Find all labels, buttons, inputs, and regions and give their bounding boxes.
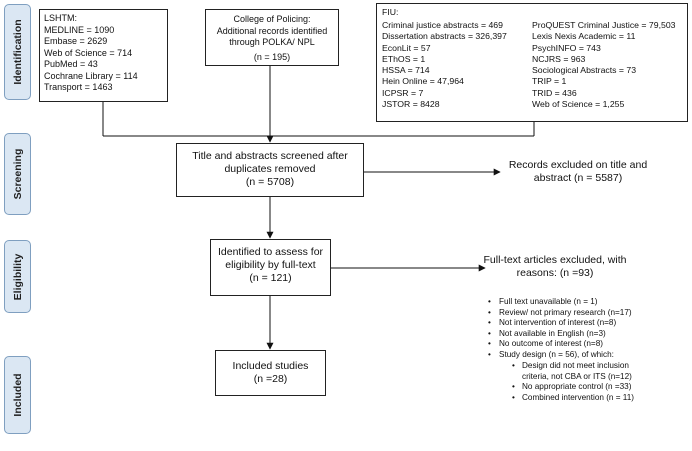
- screening-count: (n = 5708): [245, 176, 295, 188]
- included-studies-box: Included studies (n =28): [215, 350, 326, 396]
- stage-included: Included: [4, 356, 31, 434]
- eligibility-box: Identified to assess for eligibility by …: [210, 239, 331, 296]
- excluded-title-abstract: Records excluded on title and abstract (…: [498, 159, 658, 185]
- fiu-item: Web of Science = 1,255: [532, 99, 625, 110]
- eligibility-count: (n = 121): [249, 272, 292, 284]
- fiu-item: JSTOR = 8428: [382, 99, 440, 110]
- exclusion-reason: No outcome of interest (n=8): [486, 339, 632, 350]
- lshtm-item: Web of Science = 714: [44, 47, 133, 58]
- screening-line2: duplicates removed: [224, 163, 316, 175]
- excluded-fulltext-line2: excluded, with reasons:: [516, 254, 627, 279]
- subreason: Combined intervention (n = 11): [510, 393, 634, 404]
- fiu-item: Sociological Abstracts = 73: [532, 65, 637, 76]
- fiu-column-1: Criminal justice abstracts = 469 Dissert…: [382, 20, 507, 110]
- eligibility-line1: Identified to assess for: [217, 246, 324, 258]
- subreason: Design did not meet inclusion criteria, …: [510, 361, 634, 382]
- exclusion-reason: Not available in English (n=3): [486, 329, 632, 340]
- fiu-item: PsychINFO = 743: [532, 42, 601, 53]
- stage-screening-label: Screening: [11, 148, 24, 200]
- fiu-sources-box: FIU: Criminal justice abstracts = 469 Di…: [376, 3, 688, 122]
- study-design-subreasons: Design did not meet inclusion criteria, …: [510, 361, 634, 403]
- fiu-item: Lexis Nexis Academic = 11: [532, 31, 636, 42]
- stage-eligibility-label: Eligibility: [11, 253, 24, 300]
- lshtm-title: LSHTM:: [44, 13, 78, 23]
- fiu-item: NCJRS = 963: [532, 53, 586, 64]
- fiu-item: ProQUEST Criminal Justice = 79,503: [532, 20, 676, 30]
- stage-screening: Screening: [4, 133, 31, 215]
- fiu-item: Hein Online = 47,964: [382, 76, 464, 87]
- college-title: College of Policing:: [233, 14, 311, 24]
- lshtm-item: MEDLINE = 1090: [44, 24, 115, 35]
- excluded-fulltext-line1: Full-text articles: [483, 254, 558, 266]
- exclusion-reason: Full text unavailable (n = 1): [486, 297, 632, 308]
- fiu-item: Criminal justice abstracts = 469: [382, 20, 503, 30]
- lshtm-item: Transport = 1463: [44, 82, 113, 92]
- exclusion-reason: Not intervention of interest (n=8): [486, 318, 632, 329]
- college-count: (n = 195): [253, 51, 291, 62]
- stage-identification-label: Identification: [11, 19, 24, 85]
- excluded-fulltext-count: (n =93): [559, 267, 594, 279]
- fiu-item: HSSA = 714: [382, 65, 430, 76]
- college-of-policing-box: College of Policing: Additional records …: [205, 9, 339, 66]
- fiu-item: TRID = 436: [532, 87, 577, 98]
- excluded-title-line1: Records excluded on title: [508, 159, 627, 171]
- lshtm-item: PubMed = 43: [44, 59, 98, 69]
- fiu-item: TRIP = 1: [532, 76, 567, 87]
- lshtm-item: Cochrane Library = 114: [44, 70, 138, 81]
- fiu-item: ICPSR = 7: [382, 87, 424, 98]
- fiu-item: EconLit = 57: [382, 42, 431, 53]
- college-line2: through POLKA/ NPL: [229, 37, 315, 47]
- excluded-title-line2: and abstract (n = 5587): [533, 159, 648, 184]
- eligibility-line2: eligibility by full-text: [225, 259, 316, 271]
- subreason-text: Design did not meet inclusion: [522, 361, 629, 370]
- subreason-text-cont: criteria, not CBA or ITS (n=12): [522, 371, 632, 381]
- fiu-item: Dissertation abstracts = 326,397: [382, 31, 507, 42]
- exclusion-reasons-list: Full text unavailable (n = 1) Review/ no…: [486, 297, 632, 361]
- stage-identification: Identification: [4, 4, 31, 100]
- screening-box: Title and abstracts screened after dupli…: [176, 143, 364, 197]
- exclusion-reason: Study design (n = 56), of which:: [486, 350, 632, 361]
- included-count: (n =28): [253, 373, 288, 385]
- fiu-title: FIU:: [382, 7, 399, 17]
- stage-included-label: Included: [11, 373, 24, 417]
- lshtm-item: Embase = 2629: [44, 36, 108, 46]
- lshtm-sources-box: LSHTM: MEDLINE = 1090 Embase = 2629 Web …: [39, 9, 168, 102]
- stage-eligibility: Eligibility: [4, 240, 31, 313]
- college-line1: Additional records identified: [216, 25, 328, 36]
- excluded-fulltext-heading: Full-text articles excluded, with reason…: [480, 254, 630, 280]
- fiu-column-2: ProQUEST Criminal Justice = 79,503 Lexis…: [532, 20, 675, 110]
- fiu-item: EThOS = 1: [382, 53, 426, 64]
- subreason: No appropriate control (n =33): [510, 382, 634, 393]
- exclusion-reason: Review/ not primary research (n=17): [486, 308, 632, 319]
- included-line1: Included studies: [232, 360, 309, 372]
- screening-line1: Title and abstracts screened after: [192, 150, 348, 162]
